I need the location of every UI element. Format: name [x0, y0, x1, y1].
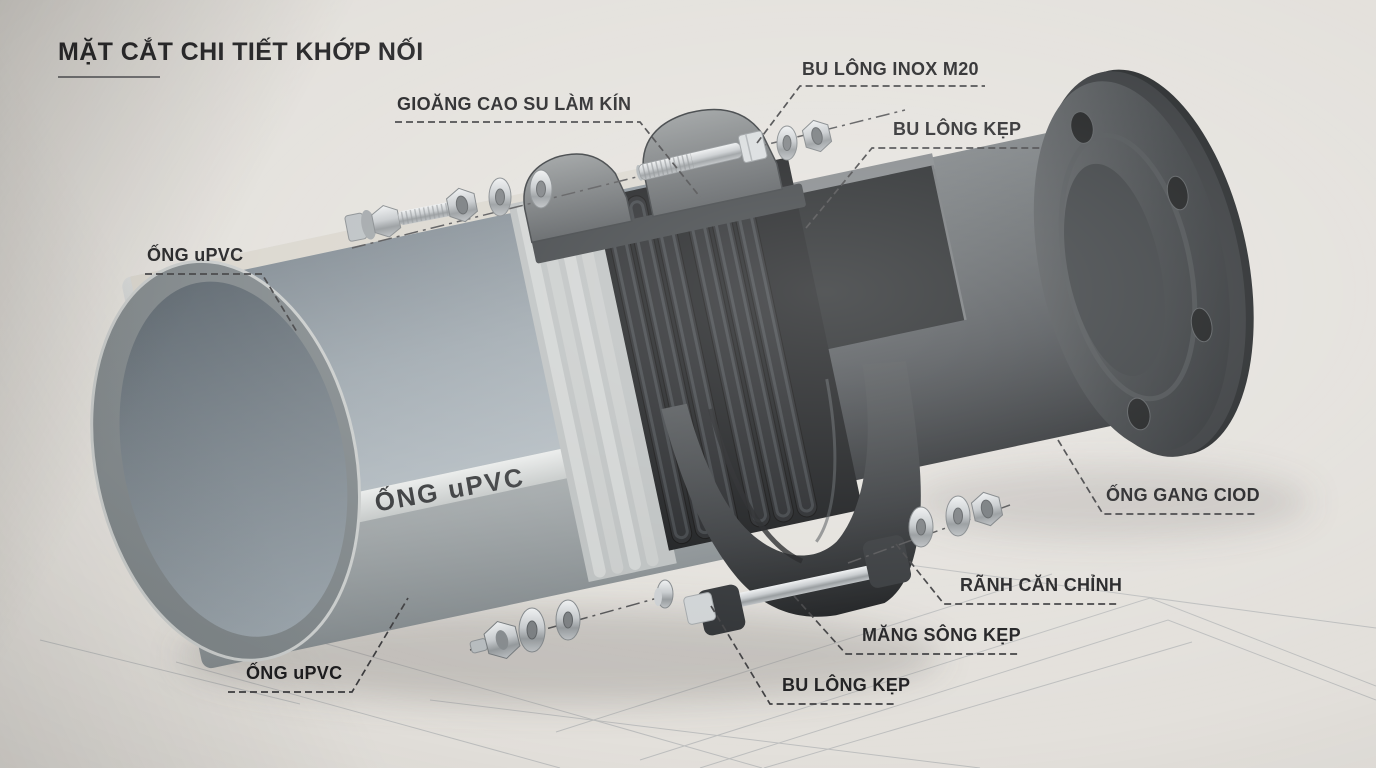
bolt-set-right: [908, 491, 1004, 548]
washers-top-left: [488, 169, 553, 217]
flange: [1033, 69, 1254, 457]
leader-clamp-bolt-top: [805, 147, 1040, 229]
leader-clamp-bolt-bottom: [710, 605, 897, 705]
leader-upvc-bottom: [228, 597, 409, 693]
leader-upvc-left: [145, 273, 298, 333]
exploded-hardware: [344, 109, 1011, 659]
clamp-sleeve-bottom: [661, 361, 921, 636]
nut-top-left: [445, 187, 479, 223]
callout-clamp-sleeve: MĂNG SÔNG KẸP: [862, 625, 1021, 645]
bolt-set-top-left: [344, 201, 457, 242]
callout-clamp-bolt-bottom: BU LÔNG KẸP: [782, 675, 911, 695]
clamp-bolt-head: [683, 592, 717, 625]
leader-lines: [145, 85, 1258, 705]
pipe-spigot-ridges: [508, 185, 677, 582]
page-title: MẶT CẮT CHI TIẾT KHỚP NỐI: [58, 38, 424, 66]
callout-clamp-bolt-top: BU LÔNG KẸP: [893, 119, 1022, 139]
callout-rubber-gasket: GIOĂNG CAO SU LÀM KÍN: [397, 94, 632, 114]
leader-clamp-sleeve: [793, 595, 1018, 655]
callout-bolt-inox-m20: BU LÔNG INOX M20: [802, 59, 979, 79]
callout-upvc-pipe-bottom: ỐNG uPVC: [246, 663, 343, 683]
coupling-assembly: ỐNG uPVC: [90, 69, 1254, 669]
bolt-set-bottom-left: [469, 579, 674, 659]
leader-gasket: [395, 121, 701, 198]
title-underline: [58, 76, 160, 78]
leader-cast-iron: [1057, 439, 1258, 515]
leader-bolt-inox: [756, 85, 985, 144]
callout-alignment-groove: RÃNH CĂN CHỈNH: [960, 575, 1123, 595]
callout-cast-iron-pipe: ỐNG GANG CIOD: [1106, 485, 1260, 505]
callout-upvc-pipe-left: ỐNG uPVC: [147, 245, 244, 265]
inox-bolt-m20: [636, 130, 768, 181]
upvc-pipe: ỐNG uPVC: [90, 163, 742, 669]
flange-bolt-holes: [1070, 111, 1213, 431]
clamp-bolt-shaft: [711, 565, 878, 612]
washer-nut-top-center: [776, 119, 833, 161]
leader-alignment-groove: [895, 543, 1118, 605]
